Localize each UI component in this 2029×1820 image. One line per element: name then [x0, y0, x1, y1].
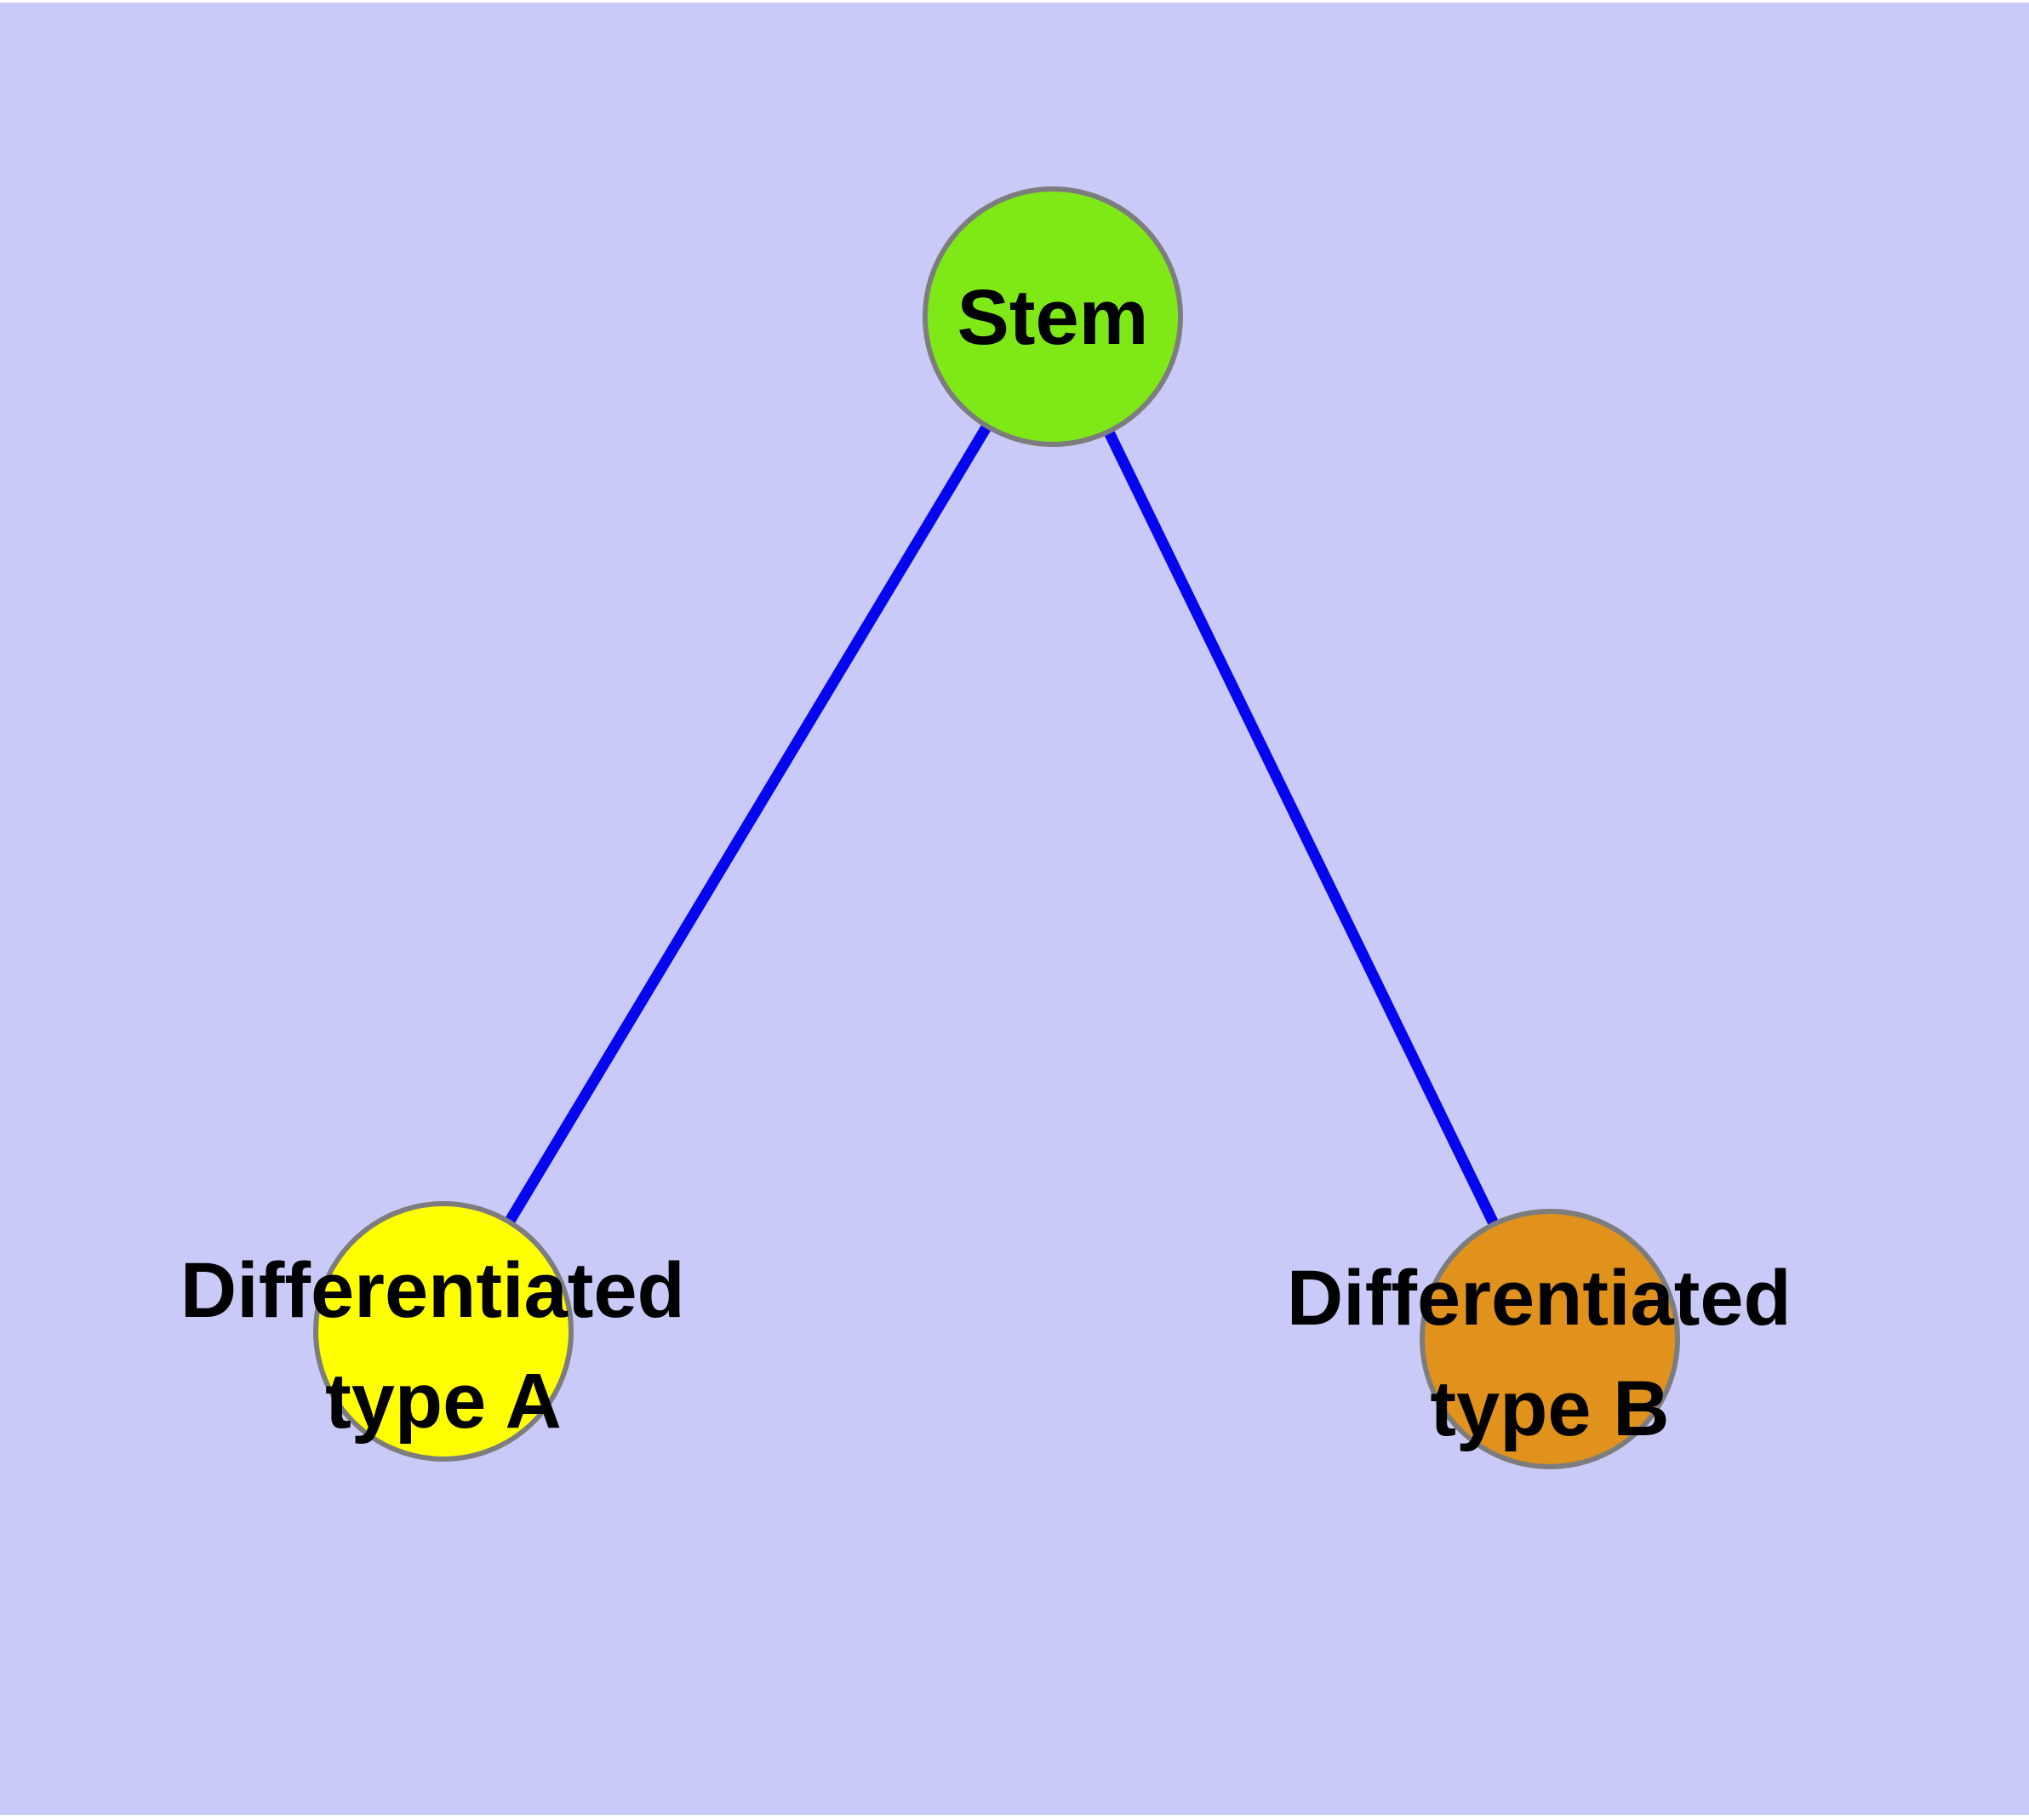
- type-a-label-line1: Differentiated: [180, 1247, 685, 1334]
- type-a-label-line2: type A: [325, 1358, 562, 1445]
- stem-label: Stem: [957, 274, 1149, 361]
- stem-circle: [923, 186, 1183, 447]
- type-a-circle: [313, 1201, 574, 1462]
- node-type-a: Differentiated type A: [180, 1201, 707, 1462]
- node-type-b: Differentiated type B: [1287, 1209, 1814, 1469]
- type-b-label-line1: Differentiated: [1287, 1255, 1792, 1342]
- type-b-label-line2: type B: [1430, 1365, 1669, 1452]
- edge-stem-to-type-a: [438, 313, 1058, 1335]
- type-b-label: Differentiated type B: [1287, 1255, 1814, 1452]
- node-stem: Stem: [923, 186, 1183, 447]
- type-a-label: Differentiated type A: [180, 1247, 707, 1445]
- edge-stem-to-type-b: [1048, 314, 1555, 1342]
- type-b-circle: [1420, 1209, 1680, 1469]
